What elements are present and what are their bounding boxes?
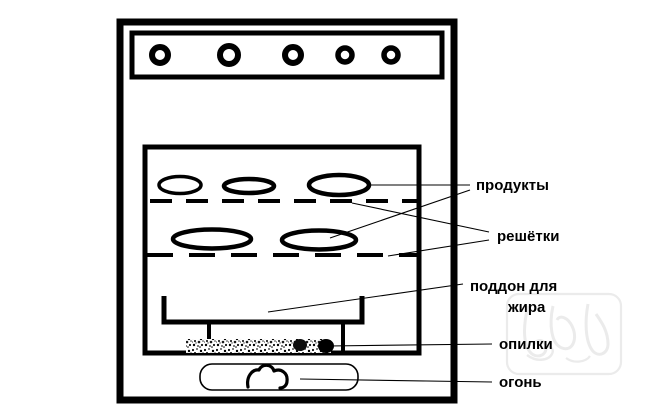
grates-label: решётки [497,228,559,245]
leader-poddon [267,283,464,313]
watermark-swirl [526,345,554,361]
vent-hole-4-icon [335,45,355,65]
leader-opilki [327,343,493,347]
food-items-upper [157,172,372,198]
leader-reshetki-b [387,239,490,257]
sawdust-bed [186,339,334,353]
fire-tray-outline [199,363,359,391]
sawdust-label: опилки [499,336,553,353]
food-item-2 [221,176,277,196]
sawdust-clump [318,339,334,353]
drip-tray-profile [161,296,365,325]
flame-shape [246,363,289,390]
vent-hole-5-icon [381,45,401,65]
drip-tray-label-line2: жира [507,299,546,316]
food-item-1 [157,174,203,196]
leader-reshetki-a [351,202,490,233]
vent-hole-1-icon [149,44,171,66]
leader-ogon [299,378,493,383]
fire-tray [199,363,359,391]
sawdust-texture [186,339,331,353]
smoker-outer-body [116,18,458,404]
food-item-4 [170,227,254,251]
watermark-glyph-2 [549,305,577,351]
sawdust-clump-2 [293,339,307,351]
watermark-glyph-3 [584,303,610,356]
watermark-glyph-1 [523,305,548,358]
site-watermark [505,292,623,376]
watermark-frame [505,292,623,376]
vent-hole-3-icon [282,44,304,66]
watermark-swirl-2 [565,355,591,363]
drip-tray-label-line1: поддон для [470,278,557,295]
leader-produkty-b [329,189,471,239]
fire-label: огонь [499,374,542,391]
products-label: продукты [476,177,549,194]
vent-hole-2-icon [217,43,241,67]
food-item-3 [306,172,372,198]
food-items-lower [170,227,359,252]
outer-body-outline [116,18,458,404]
vent-panel [129,30,445,80]
leader-lines [267,184,493,383]
